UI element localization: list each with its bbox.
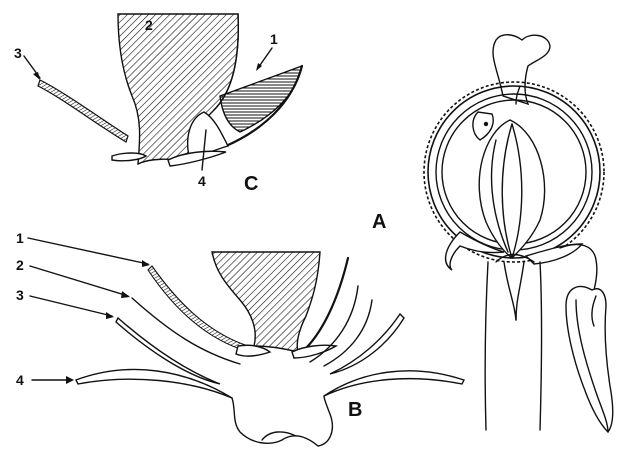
panel-c-label-4: 4 [198,173,206,189]
panel-b-label-3: 3 [16,287,24,303]
panel-label-b: B [348,399,362,421]
panel-b-base [232,396,332,446]
panel-c-label-2: 2 [145,17,153,33]
panel-label-a: A [372,211,386,233]
stem [485,262,488,430]
hanging-structure [566,287,613,432]
panel-a-cross-section [424,35,613,432]
panel-c-label-3: 3 [14,45,22,61]
panel-b-diagram [76,252,464,446]
embryo [479,120,544,258]
panel-c-diagram [38,14,302,166]
panel-b-label-1: 1 [16,230,24,246]
panel-b-layer-4 [76,370,232,398]
panel-label-c: C [244,173,258,195]
panel-c-band-3 [38,80,128,142]
panel-b-callouts [28,238,150,384]
panel-b-central-tissue [212,252,320,352]
panel-b-label-4: 4 [16,372,24,388]
top-appendage [493,35,550,104]
panel-c-label-1: 1 [270,31,278,47]
panel-b-label-2: 2 [16,257,24,273]
